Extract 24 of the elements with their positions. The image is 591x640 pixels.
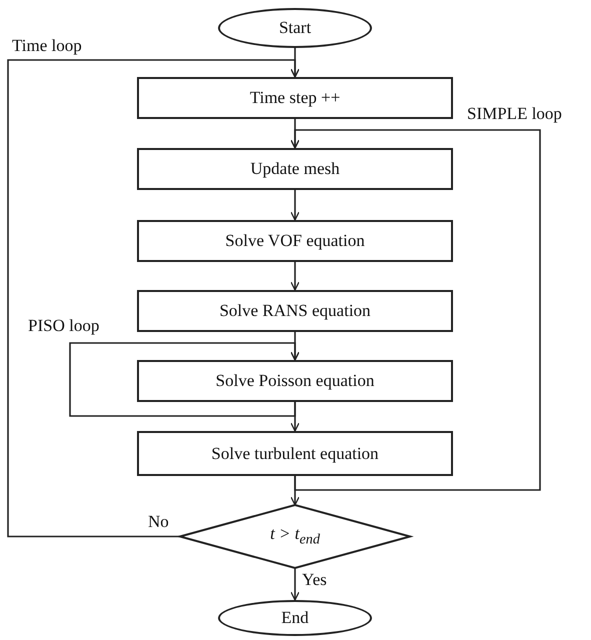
- node-text: Solve turbulent equation: [211, 444, 379, 464]
- node-text: Solve VOF equation: [225, 231, 365, 251]
- loop-arrow: [69, 342, 300, 417]
- loop-label: Time loop: [10, 36, 84, 56]
- process-box: [137, 360, 453, 402]
- node-text: Time step ++: [250, 88, 340, 108]
- process-box: [137, 431, 453, 476]
- loop-label: PISO loop: [26, 316, 102, 336]
- process-box: [137, 220, 453, 262]
- loop-arrow: [7, 59, 300, 538]
- node-text: Solve Poisson equation: [216, 371, 374, 391]
- arrow: [290, 262, 300, 291]
- node-text: Solve RANS equation: [219, 301, 371, 321]
- node-text: Start: [278, 18, 312, 38]
- loop-arrow: [290, 129, 541, 491]
- node-text: End: [281, 608, 309, 628]
- arrow: [290, 568, 300, 601]
- process-box: [137, 77, 453, 119]
- loop-label: SIMPLE loop: [465, 104, 564, 124]
- process-box: [137, 148, 453, 190]
- node-text: Update mesh: [250, 159, 340, 179]
- process-box: [137, 290, 453, 332]
- arrow: [290, 190, 300, 221]
- node-text: t > t$_{end}$: [270, 524, 320, 549]
